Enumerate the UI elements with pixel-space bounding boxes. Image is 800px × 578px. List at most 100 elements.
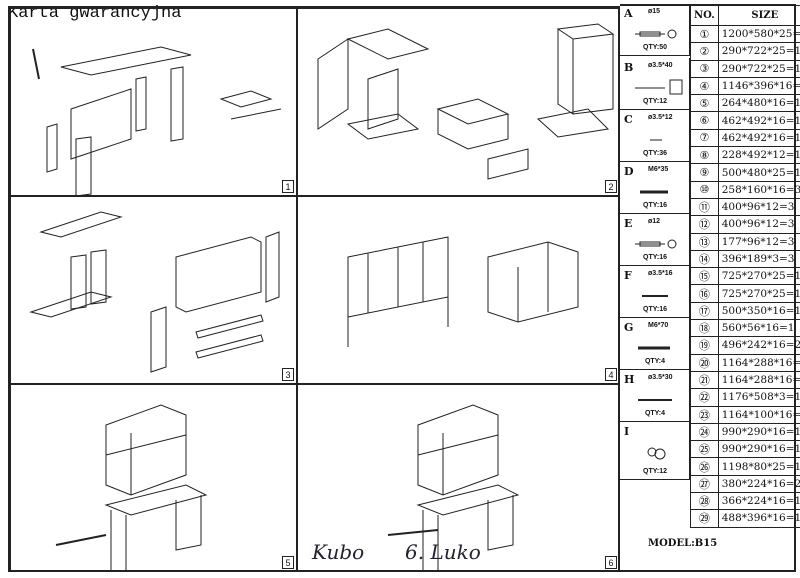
hardware-item-i: I QTY:12: [620, 422, 690, 480]
step-number: 4: [605, 368, 617, 381]
part-number: ㉗: [690, 474, 719, 494]
fastener-icon: [638, 399, 672, 401]
fastener-icon: [650, 139, 662, 141]
part-number: ⑥: [690, 111, 719, 130]
part-size: 228*492*12=1: [717, 146, 800, 165]
hardware-letter: A: [624, 7, 633, 20]
step-6-drawing: [387, 404, 520, 570]
part-number: ⑪: [690, 197, 719, 217]
part-number: ⑬: [690, 232, 719, 251]
part-size: 462*492*16=1: [717, 111, 800, 130]
col-size-header: SIZE: [717, 5, 800, 26]
col-no-header: NO.: [690, 5, 719, 26]
step-4-drawing: [347, 236, 579, 347]
part-size: 380*224*16=2: [717, 474, 800, 494]
part-size: 1200*580*25=1: [717, 24, 800, 44]
hardware-letter: D: [624, 165, 634, 178]
hardware-letter: C: [624, 113, 633, 126]
model-label: MODEL:B15: [648, 538, 718, 549]
part-number: ②: [690, 42, 719, 61]
handwritten-note-1: Kubo: [312, 540, 365, 564]
hardware-spec: M6*70: [648, 322, 669, 329]
hardware-qty: QTY:16: [643, 254, 667, 261]
part-number: ①: [690, 24, 719, 44]
part-size: 990*290*16=1: [717, 422, 800, 442]
part-number: ⑧: [690, 146, 719, 165]
hardware-qty: QTY:12: [643, 468, 667, 475]
part-number: ⑨: [690, 163, 719, 182]
step-1-panel: 1: [10, 8, 297, 197]
part-size: 366*224*16=1: [717, 492, 800, 511]
part-number: ⑯: [690, 284, 719, 303]
part-number: ⑱: [690, 319, 719, 338]
step-2-drawing: [317, 23, 615, 180]
hardware-spec: ø3.5*12: [648, 114, 673, 121]
step-5-drawing: [55, 404, 208, 570]
step-number: 2: [605, 180, 617, 193]
part-size: 290*722*25=1: [717, 59, 800, 78]
fastener-icon: [647, 447, 666, 460]
hardware-letter: G: [624, 321, 634, 334]
part-size: 725*270*25=1: [717, 284, 800, 303]
hardware-qty: QTY:50: [643, 44, 667, 51]
step-6-panel: 6: [297, 384, 620, 572]
part-number: ⑦: [690, 128, 719, 148]
part-number: ㉘: [690, 492, 719, 511]
part-number: ⑩: [690, 180, 719, 199]
hardware-letter: I: [624, 425, 630, 438]
hardware-letter: F: [624, 269, 632, 282]
part-number: ④: [690, 76, 719, 96]
part-number: ㉕: [690, 440, 719, 459]
hardware-spec: ø3.5*30: [648, 374, 673, 381]
fastener-icon: [642, 295, 668, 297]
part-size: 1198*80*25=1: [717, 457, 800, 476]
hardware-qty: QTY:16: [643, 202, 667, 209]
hardware-qty: QTY:4: [644, 358, 666, 365]
part-size: 177*96*12=3: [717, 232, 800, 251]
part-size: 1176*508*3=1: [717, 388, 800, 407]
part-number: ㉒: [690, 388, 719, 407]
part-number: ⑫: [690, 215, 719, 234]
step-4-panel: 4: [297, 196, 620, 384]
part-size: 1164*288*16=1: [717, 370, 800, 390]
part-size: 500*350*16=1: [717, 301, 800, 321]
step-1-drawing: [32, 46, 282, 197]
fastener-icon: [638, 346, 670, 350]
part-number: ㉔: [690, 422, 719, 442]
part-number: ⑲: [690, 336, 719, 355]
part-size: 1146*396*16=1: [717, 76, 800, 96]
part-size: 290*722*25=1: [717, 42, 800, 61]
hardware-spec: ø12: [648, 218, 661, 225]
hardware-letter: B: [624, 61, 634, 74]
hardware-spec: ø3.5*16: [648, 270, 673, 277]
step-5-panel: 5: [10, 384, 297, 572]
step-3-drawing: [29, 211, 280, 373]
part-number: ㉑: [690, 370, 719, 390]
part-size: 990*290*16=1: [717, 440, 800, 459]
hardware-letter: H: [624, 373, 635, 386]
part-number: ⑭: [690, 249, 719, 269]
